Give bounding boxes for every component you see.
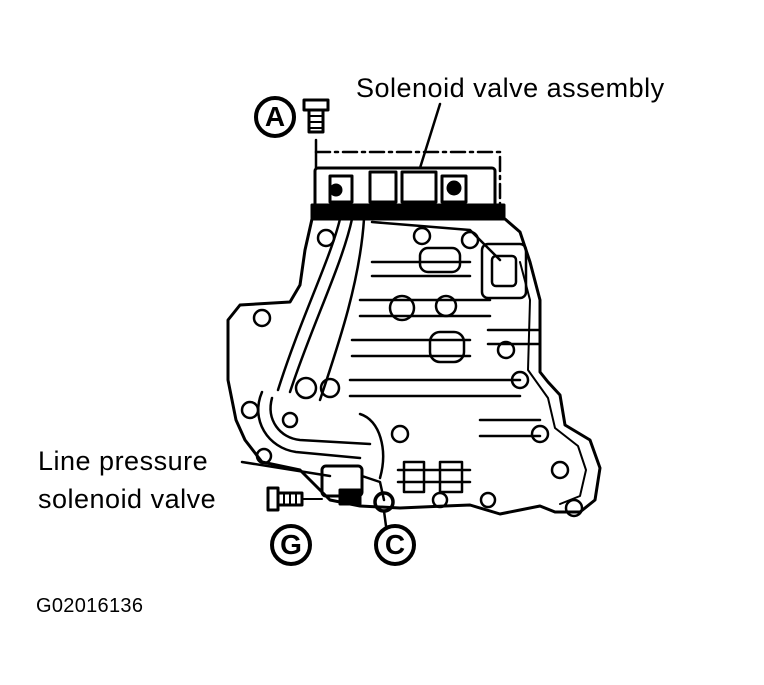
line-pressure-solenoid [320,464,395,513]
bolt-a-icon [302,98,330,134]
solenoid-assembly-block [310,166,506,221]
figure-id: G02016136 [36,595,144,617]
valve-body-outline [226,217,602,516]
assembly-bracket [314,138,502,210]
valve-bores [294,242,542,494]
callout-a: A [254,96,296,138]
callout-g: G [270,524,312,566]
line-pressure-leader [240,460,332,478]
label-line-pressure: Line pressure [38,446,209,476]
bolt-c-leader [382,509,388,528]
bolt-holes [240,226,584,518]
label-solenoid-valve: solenoid valve [38,484,217,514]
valve-body-inner-edge [519,261,587,505]
callout-c: C [374,524,416,566]
wiring-harness [256,217,502,480]
assembly-leader-line [418,102,442,170]
label-solenoid-valve-assembly: Solenoid valve assembly [356,73,665,103]
bolt-g-icon [266,486,323,512]
